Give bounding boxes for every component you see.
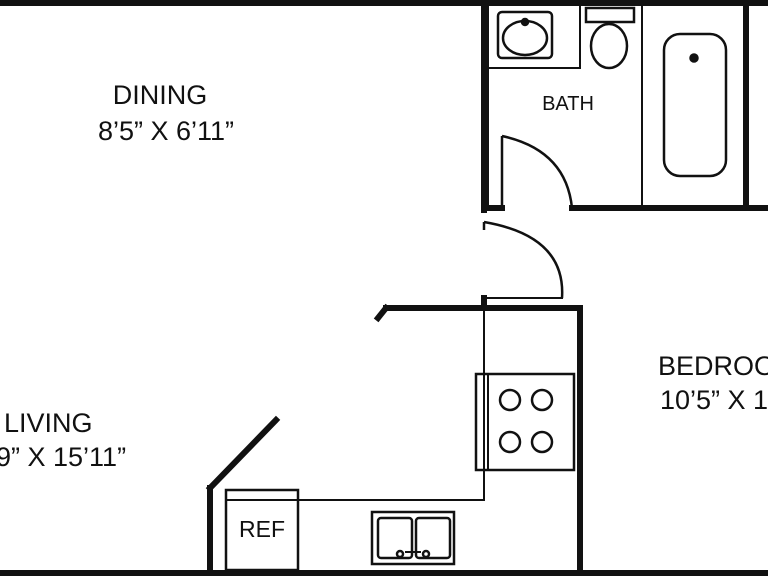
burner-1 [498,388,522,412]
tub-drain [689,53,699,63]
toilet-tank [584,6,636,24]
kitchen-sink-drain-right [421,549,431,559]
burner-2 [530,388,554,412]
sink-basin-box [496,10,554,60]
kitchen-appliances [224,372,576,572]
sink-drain [520,17,530,27]
toilet-bowl [589,22,629,70]
doors [482,134,574,299]
bath-fixtures [496,6,728,178]
labels: DINING 8’5” X 6’11” BATH BEDROOM 10’5” X… [0,80,768,542]
bathtub [662,32,728,178]
ref-label: REF [239,516,285,542]
dining-dims: 8’5” X 6’11” [98,116,234,146]
bath-name: BATH [542,93,594,115]
kitchen-sink-right-bowl [414,516,452,560]
living-name: LIVING [4,408,93,438]
kitchen-diagonal-wall [205,415,281,493]
burner-3 [498,430,522,454]
stove [474,372,576,472]
burner-4 [530,430,554,454]
kitchen-sink-left-bowl [376,516,414,560]
kitchen-top-wall-end [373,303,391,323]
corridor-door-swing [483,220,564,299]
bath-door-swing [501,134,574,209]
kitchen-sink [370,510,456,566]
bedroom-dims: 10’5” X 1 [660,385,768,415]
kitchen-sink-drain-left [395,549,405,559]
bedroom-name: BEDROOM [658,351,768,381]
dining-name: DINING [113,80,208,110]
refrigerator [224,488,300,572]
living-dims: 9” X 15’11” [0,442,126,472]
